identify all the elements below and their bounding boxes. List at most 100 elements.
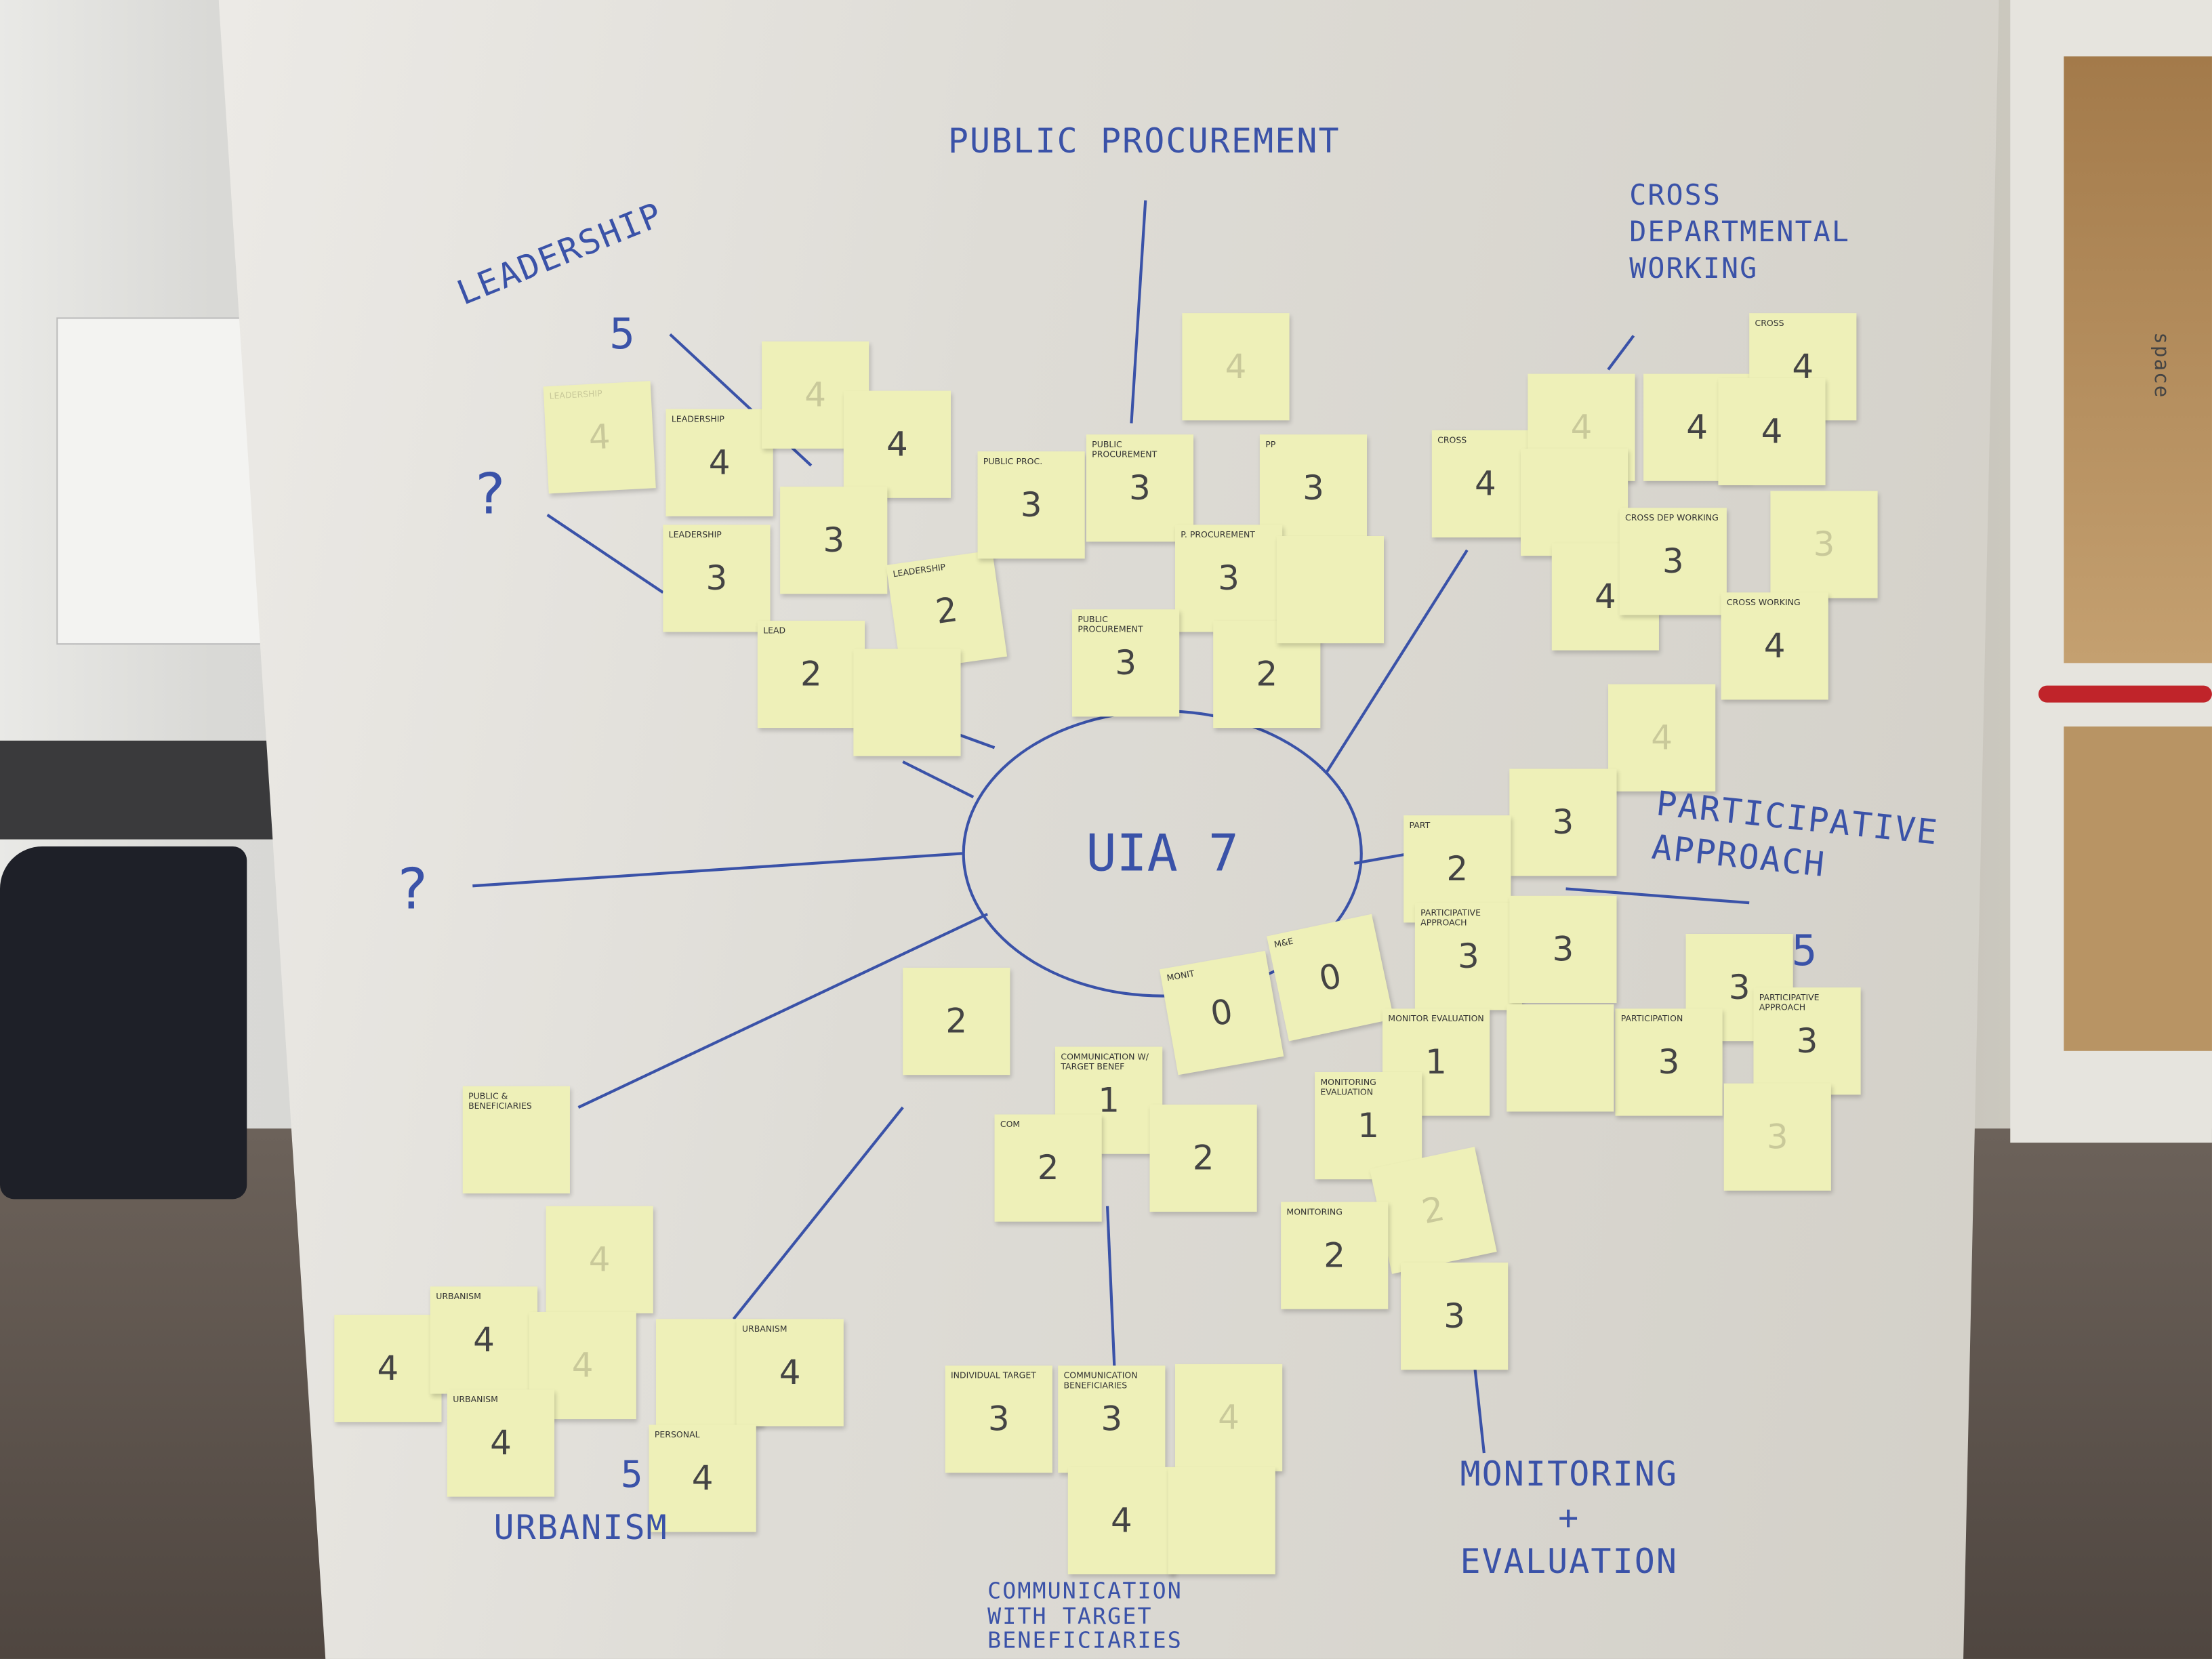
sticky-note-label: Public & beneficiaries [468,1092,532,1112]
sticky-note: Cross Working4 [1721,592,1828,700]
sticky-note-score: 3 [1218,558,1240,598]
sticky-note-label: Cross Working [1726,598,1801,609]
sticky-note-score: 4 [1651,718,1673,758]
sticky-note: 4 [546,1206,653,1313]
sticky-note-label: Monitoring Evaluation [1320,1078,1376,1098]
sticky-note-label: Part [1409,821,1431,832]
sticky-note [853,649,961,756]
sticky-note-score: 2 [1418,1189,1448,1232]
sticky-note-label: Leadership [549,389,603,402]
sticky-note-label: Communication w/ target benef [1061,1052,1149,1073]
sticky-note: Urbanism4 [736,1319,844,1427]
sticky-note-score: 3 [1552,929,1574,970]
door-push-bar [2038,685,2212,703]
sticky-note-label: Cross [1437,436,1467,446]
sticky-note-score: 4 [588,417,612,458]
sticky-note [1276,536,1385,644]
sticky-note: 4 [1718,377,1826,486]
sticky-note-label: Public Procurement [1078,615,1143,635]
sticky-note-score: 4 [1225,347,1247,387]
sticky-note-score: 2 [1192,1138,1214,1179]
sticky-note-label: Monitoring [1286,1207,1343,1218]
sticky-note-label: Lead [763,626,786,636]
sticky-note-score: 4 [1686,407,1708,447]
sticky-note-label: Urbanism [453,1395,498,1406]
sticky-note-score: 4 [1475,464,1496,504]
sticky-note-score: 2 [1446,849,1469,889]
sticky-note-label: Personal [654,1430,700,1441]
sticky-note: 4 [334,1315,442,1422]
sticky-note-label: Participative Approach [1420,908,1481,928]
sticky-note-label: Monitor Evaluation [1388,1014,1484,1025]
sticky-note-score: 3 [1115,643,1137,683]
sticky-note: 3 [1509,769,1617,876]
sticky-note-score: 3 [1303,468,1324,508]
sticky-note-score: 2 [800,654,822,695]
sticky-note-score: 3 [1458,937,1479,977]
sticky-note-score: 0 [1315,956,1345,1000]
sticky-note-score: 2 [1037,1148,1059,1188]
sticky-note-label: Com [1000,1120,1021,1130]
sticky-note-label: Urbanism [741,1324,787,1335]
sticky-note: Leadership 4 [543,381,656,494]
sticky-note: 4 [843,390,951,498]
sticky-note-label: P. Procurement [1181,530,1255,541]
sticky-note-label: Participative Approach [1759,993,1820,1013]
sticky-note-score: 4 [1594,577,1616,617]
sticky-note-score: 3 [1552,802,1574,842]
sticky-note-label: Public Proc. [983,457,1043,468]
sticky-note-score: 4 [571,1345,594,1386]
sticky-note-score: 4 [886,424,908,464]
branch-cross-departmental-working: CROSS DEPARTMENTAL WORKING [1629,178,1851,285]
sticky-note-score: 3 [1020,485,1042,525]
sticky-note: P. Procurement 3 [1174,525,1283,632]
sticky-note-label: Individual target [950,1371,1036,1381]
branch-question-left: ? [394,857,431,923]
branch-leadership-score: 5 [609,310,636,360]
sticky-note-score: 3 [1129,468,1151,508]
room-window [56,317,271,645]
sticky-note-score: 3 [1662,541,1684,581]
sticky-note-score: 4 [1570,407,1593,447]
sticky-note: Leadership 4 [665,409,773,516]
sticky-note-score: 4 [708,443,731,483]
sticky-note-label: Leadership [668,530,722,541]
sticky-note: 3 [1723,1083,1831,1191]
sticky-note-score: 3 [1813,525,1835,565]
sticky-note: Monit0 [1160,950,1284,1076]
sticky-note-score: 3 [1443,1296,1466,1336]
sticky-note: 2 [903,967,1010,1076]
sticky-note: 2 [1370,1147,1497,1274]
branch-public-procurement: PUBLIC PROCUREMENT [947,121,1340,161]
center-label: UIA 7 [1086,825,1240,884]
branch-communication: COMMUNICATION WITH TARGET BENEFICIARIES [987,1577,1183,1654]
sticky-note: Communication beneficiaries3 [1058,1365,1166,1473]
sticky-note: Monitoring 2 [1281,1202,1389,1309]
sticky-note-score: 3 [1658,1042,1680,1082]
sticky-note-score: 0 [1207,991,1236,1035]
door-glass [2064,56,2212,663]
sticky-note-score: 3 [1796,1021,1818,1061]
sticky-note-score: 4 [1218,1397,1240,1438]
sticky-note: Com 2 [994,1114,1102,1222]
branch-urbanism-score: 5 [620,1454,644,1497]
sticky-note-score: 4 [377,1349,399,1389]
door-glass-lower [2064,726,2212,1051]
sticky-note-score: 2 [1324,1235,1346,1275]
sticky-note: 3 [1401,1263,1509,1370]
branch-participative-approach-score: 5 [1791,926,1819,977]
sticky-note-label: Leadership [671,414,724,425]
sticky-note-label: Urbanism [436,1292,481,1303]
sticky-note: Public Procurement3 [1086,434,1194,542]
background-sign: space [2149,332,2172,399]
sticky-note [1520,448,1629,556]
sticky-note: 2 [1149,1104,1257,1212]
sticky-note [1168,1467,1275,1575]
sticky-note: Personal4 [649,1425,756,1532]
sticky-note: Public Proc. 3 [977,451,1085,559]
sticky-note: 4 [1174,1364,1283,1472]
sticky-note: Public & beneficiaries [462,1086,570,1194]
